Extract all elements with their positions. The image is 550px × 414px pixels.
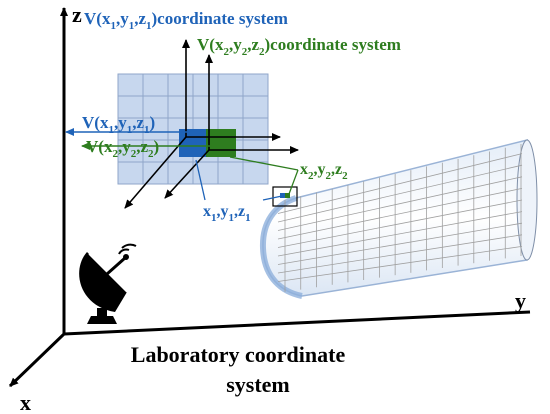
beam-grid-line	[277, 222, 523, 265]
beam-grid-line	[277, 234, 523, 274]
lab-axes: z y x	[8, 2, 531, 414]
lab-system-label-line2: system	[226, 372, 290, 397]
system1-title: V(x1,y1,z1)coordinate system	[84, 9, 288, 32]
point-x1-label: x1,y1,z1	[203, 203, 251, 224]
voxel-x1	[179, 129, 206, 157]
leader-line-x1	[195, 159, 206, 201]
local1-diag-axis	[124, 136, 187, 209]
beam-grid-line	[277, 211, 523, 257]
leader-line-x1-beam	[262, 195, 283, 201]
leader-line-x2-beam	[288, 169, 299, 195]
beam-grid-line	[277, 199, 523, 248]
system2-title: V(x2,y2,z2)coordinate system	[197, 35, 401, 58]
radar-dish-icon	[79, 243, 137, 324]
lab-system-label-line1: Laboratory coordinate	[131, 342, 346, 367]
sample-point-x1	[280, 193, 285, 198]
beam-grid-line	[277, 164, 523, 223]
y-axis-label: y	[515, 288, 526, 313]
x-axis-label: x	[20, 390, 31, 414]
vector-v1-label: V(x1,y1,z1)	[82, 113, 155, 136]
beam-grid	[277, 144, 523, 292]
local-axes-1	[65, 39, 281, 209]
beam-grid-line	[277, 246, 523, 282]
leader-line-x2	[229, 156, 299, 171]
voxel-x2	[206, 129, 236, 157]
x-axis	[8, 332, 66, 388]
vector-v2-label: V(x2,y2,z2)	[86, 137, 159, 160]
beam-grid-line	[277, 153, 523, 214]
beam-grid-line	[277, 188, 523, 240]
local-axes-2	[81, 54, 299, 199]
beam-cone	[259, 138, 538, 299]
beam-grid-line	[277, 176, 523, 231]
point-x2-label: x2,y2,z2	[300, 161, 348, 182]
sample-point-box	[272, 186, 298, 207]
detector-panel	[117, 73, 269, 185]
z-axis-label: z	[72, 2, 82, 27]
y-axis	[63, 310, 531, 336]
beam-end	[516, 139, 538, 261]
local2-diag-axis	[164, 149, 210, 199]
sample-point-x2	[285, 193, 290, 198]
